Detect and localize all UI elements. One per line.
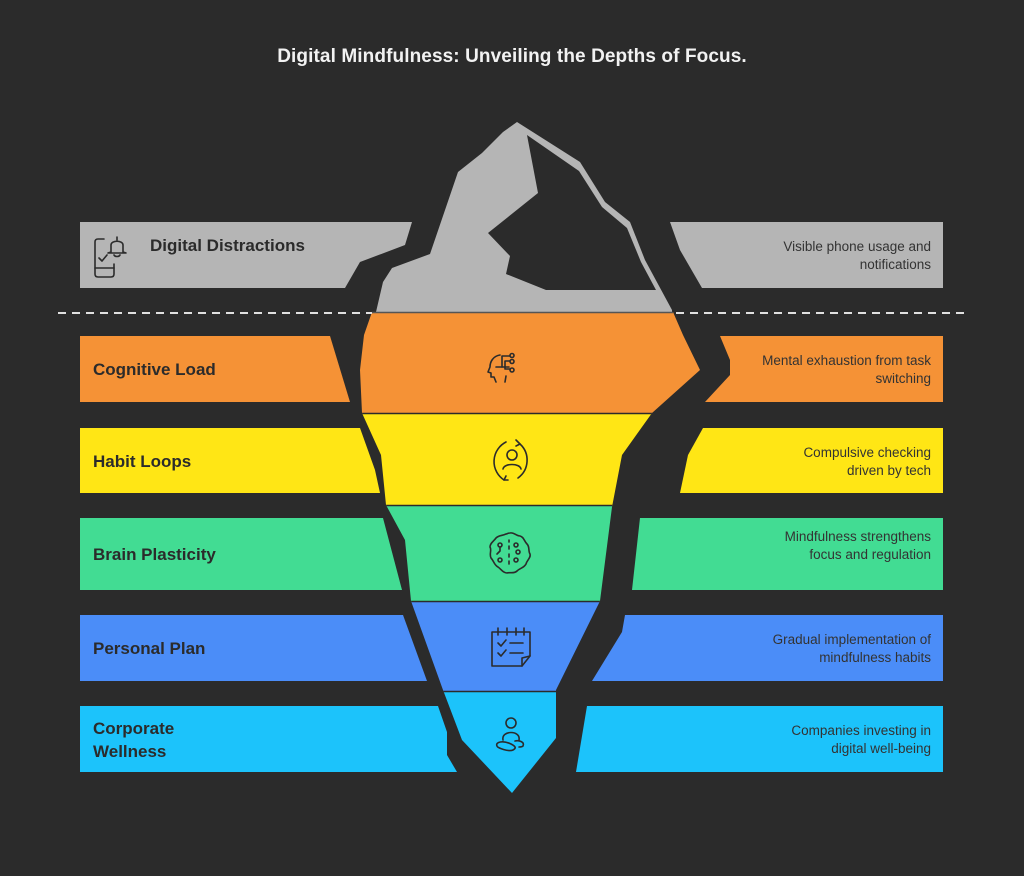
layer-label-habit-loops: Habit Loops [93,452,192,471]
band-right-personal-plan [592,615,943,681]
band-left-habit-loops [80,428,380,493]
band-left-brain-plasticity [80,518,402,590]
layer-label-digital-distractions: Digital Distractions [150,236,305,255]
layer-desc-habit-loops: Compulsive checking driven by tech [803,445,931,478]
checklist-calendar-icon [491,627,531,667]
phone-notification-icon [94,236,127,278]
meditation-icon [495,717,525,752]
layer-label-corporate-wellness: Corporate Wellness [93,719,175,761]
head-circuit-icon [487,352,515,383]
band-right-cognitive-load [705,336,943,402]
band-right-corporate-wellness [576,706,943,772]
band-left-corporate-wellness [80,706,457,772]
band-right-digital-distractions [670,222,943,288]
layer-desc-corporate-wellness: Companies investing in digital well-bein… [791,723,931,756]
band-right-brain-plasticity [632,518,943,590]
band-left-cognitive-load [80,336,350,402]
band-right-habit-loops [680,428,943,493]
layer-desc-personal-plan: Gradual implementation of mindfulness ha… [772,632,931,665]
person-cycle-icon [493,439,528,481]
left-bands [80,222,457,772]
page-title: Digital Mindfulness: Unveiling the Depth… [277,46,747,67]
band-left-digital-distractions [80,222,412,288]
layer-label-brain-plasticity: Brain Plasticity [93,545,216,564]
layer-desc-cognitive-load: Mental exhaustion from task switching [762,353,931,386]
right-bands [576,222,943,772]
layer-label-cognitive-load: Cognitive Load [93,360,216,379]
layer-label-personal-plan: Personal Plan [93,639,206,658]
layer-desc-brain-plasticity: Mindfulness strengthens focus and regula… [784,529,931,562]
band-left-personal-plan [80,615,427,681]
iceberg-peak-shadow [488,135,656,290]
layer-desc-digital-distractions: Visible phone usage and notifications [783,239,931,272]
brain-icon [489,532,531,574]
